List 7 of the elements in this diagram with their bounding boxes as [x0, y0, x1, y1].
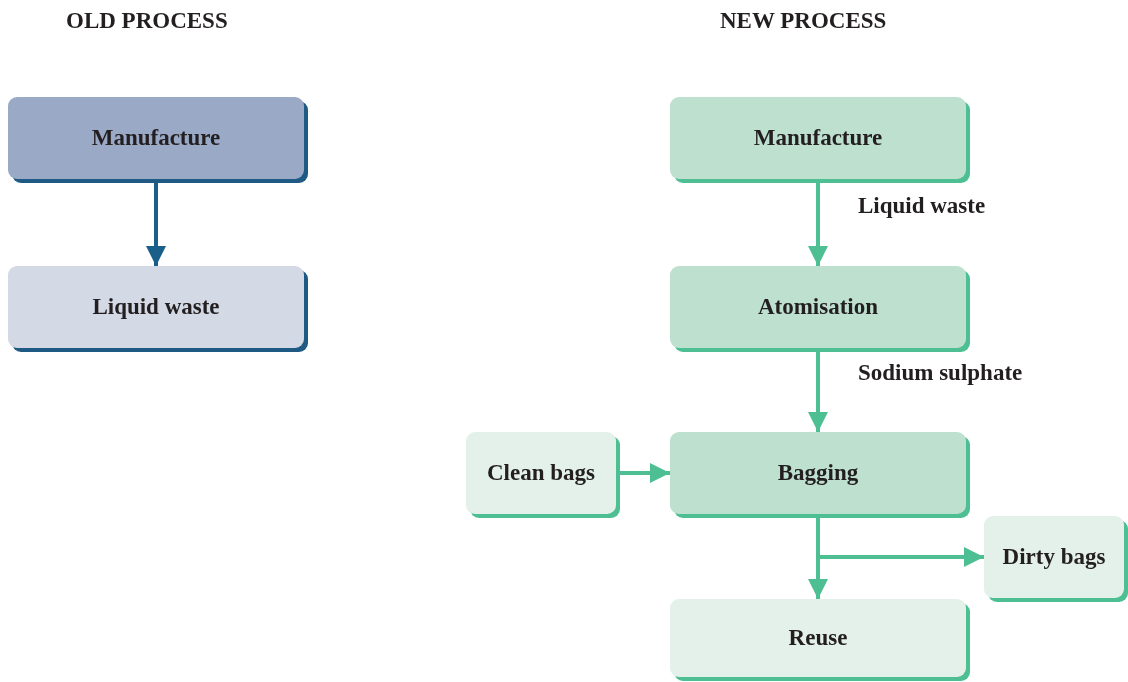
arrow: [146, 183, 166, 266]
arrow: [808, 352, 828, 432]
section-heading: NEW PROCESS: [720, 8, 887, 34]
section-heading: OLD PROCESS: [66, 8, 228, 34]
arrow: [620, 463, 670, 483]
arrow: [816, 518, 984, 567]
arrow: [808, 183, 828, 266]
